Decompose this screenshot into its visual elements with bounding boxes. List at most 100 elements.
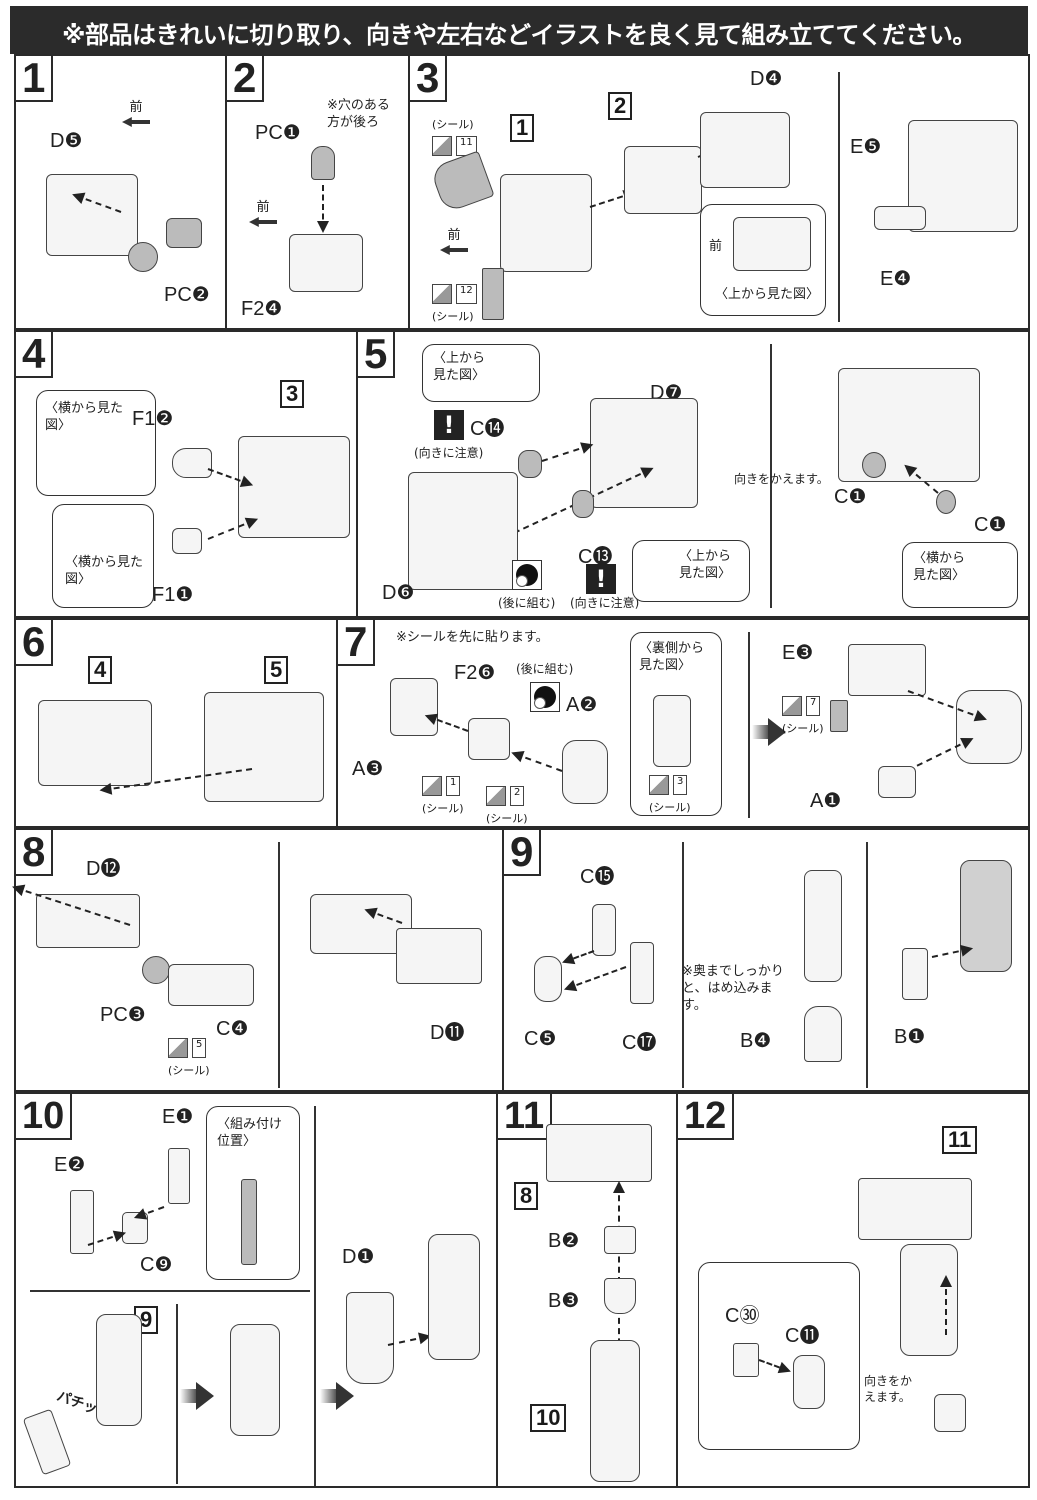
sub-divider — [176, 1304, 178, 1484]
part-e1-illustration — [168, 1148, 190, 1204]
side-view-callout: 〈横から見た図〉 — [52, 504, 154, 608]
sub-divider — [682, 842, 684, 1088]
seal-11: (シール)11 — [432, 116, 477, 156]
step-number: 8 — [14, 828, 54, 876]
assembly-arrow — [758, 1359, 788, 1372]
part-c1-installed — [862, 452, 886, 478]
step-12-panel: 12 11 C㉚ C⓫ 向きをかえます。 — [676, 1092, 1030, 1488]
arrow-icon — [122, 117, 150, 127]
back-view-callout: 〈裏側から見た図〉 3(シール) — [630, 632, 722, 816]
part-a1-illustration — [878, 766, 916, 798]
assembly-8-illustration — [310, 894, 412, 954]
part-label: C⓭ — [578, 546, 613, 568]
part-label: B❶ — [894, 1026, 926, 1048]
part-label: F2❻ — [454, 662, 496, 684]
part-c14-illustration — [518, 450, 542, 478]
caution-icon: ! — [586, 564, 616, 594]
assemble-later-text: (後に組む) — [516, 662, 574, 676]
sub-divider — [866, 842, 868, 1088]
step-2-panel: 2 ※穴のある方が後ろ PC❶ 前 F2❹ — [225, 54, 410, 330]
part-d7-illustration — [590, 398, 698, 508]
part-c11-illustration — [793, 1355, 825, 1409]
part-label: A❶ — [810, 790, 842, 812]
part-label: C⓫ — [785, 1325, 820, 1347]
part-d11-illustration — [396, 928, 482, 984]
step-3-panel: 3 (シール)11 1 前 12(シール) 2 D❹ 前 〈上から見た図〉 E❺… — [408, 54, 1030, 330]
note-text: ※奥までしっかりと、はめ込みます。 — [682, 964, 784, 1013]
part-label: F1❶ — [152, 584, 194, 606]
part-d4-illustration — [700, 112, 790, 188]
part-d5-illustration — [46, 174, 138, 256]
part-label: F1❷ — [132, 408, 174, 430]
step-number: 7 — [336, 618, 376, 666]
part-label: D⓫ — [430, 1022, 465, 1044]
front-indicator: 前 — [122, 96, 150, 127]
note-text: ※シールを先に貼ります。 — [396, 630, 549, 645]
step-ref: 3 — [280, 380, 305, 408]
part-label: E❸ — [782, 642, 814, 664]
seal-12-shape — [482, 268, 504, 320]
part-a3-illustration — [390, 678, 438, 736]
flow-arrow-icon — [320, 1382, 354, 1410]
top-view-callout: 前 〈上から見た図〉 — [700, 204, 826, 316]
part-label: C❹ — [216, 1018, 249, 1040]
part-c13-illustration — [572, 490, 594, 518]
part-label: B❹ — [740, 1030, 772, 1052]
seal-12: 12(シール) — [432, 284, 477, 324]
caution-icon: ! — [434, 410, 464, 440]
sub-divider-h — [30, 1290, 310, 1292]
assembly-arrow — [322, 185, 324, 229]
step-9-panel: 9 C⓯ C❺ C⓱ ※奥までしっかりと、はめ込みます。 B❹ B❶ — [502, 828, 1030, 1092]
sub-divider — [748, 632, 750, 818]
part-c4-illustration — [168, 964, 254, 1006]
part-label: A❸ — [352, 758, 384, 780]
part-label: C❶ — [974, 514, 1007, 536]
part-a2-illustration — [562, 740, 608, 804]
part-label: D❻ — [382, 582, 415, 604]
arm-assembly-9-illustration — [96, 1314, 142, 1426]
flow-arrow-icon — [180, 1382, 214, 1410]
step-ref: 2 — [608, 92, 633, 120]
assembly-arrow — [945, 1279, 947, 1335]
assemble-later-icon — [530, 682, 560, 712]
part-label: F2❹ — [241, 298, 283, 320]
assembly-1-illustration — [500, 174, 592, 272]
part-e4-illustration — [874, 206, 926, 230]
part-label: C⓱ — [622, 1032, 657, 1054]
assembly-arrow — [567, 966, 627, 990]
part-label: E❹ — [880, 268, 912, 290]
part-label: D⓬ — [86, 858, 121, 880]
step-ref: 10 — [530, 1404, 567, 1432]
part-c5-illustration — [534, 956, 562, 1002]
seal-1: 1(シール) — [422, 776, 464, 815]
part-label: D❺ — [50, 130, 83, 152]
step-number: 1 — [14, 54, 54, 102]
assembly-11-illustration — [858, 1178, 972, 1240]
step-ref: 1 — [510, 114, 535, 142]
seal-7-shape — [830, 700, 848, 732]
part-c1-illustration — [936, 490, 956, 514]
step-number: 11 — [496, 1092, 553, 1140]
assembly-arrow — [514, 752, 563, 772]
note-text: ※穴のある方が後ろ — [327, 98, 390, 130]
part-d6-illustration — [408, 472, 518, 590]
step-number: 9 — [502, 828, 542, 876]
hand-detail-callout: C㉚ C⓫ — [698, 1262, 860, 1450]
step-7-panel: 7 ※シールを先に貼ります。 F2❻ (後に組む) A❷ A❸ 1(シール) 2… — [336, 618, 1030, 828]
step-ref: 5 — [264, 656, 289, 684]
part-label: PC❶ — [255, 122, 301, 144]
step-number: 6 — [14, 618, 54, 666]
side-view-callout: 〈横から見た図〉 — [36, 390, 156, 496]
hand-illustration — [934, 1394, 966, 1432]
assemble-later-icon — [512, 560, 542, 590]
assembly-5-illustration — [204, 692, 324, 802]
step-number: 3 — [408, 54, 448, 102]
seal-5: 5(シール) — [168, 1038, 210, 1077]
assembly-2-illustration — [624, 146, 702, 214]
caution-text: (向きに注意) — [414, 446, 484, 460]
arm-assembly-10-illustration — [590, 1340, 640, 1482]
part-label: D❹ — [750, 68, 783, 90]
header-title: ※部品はきれいに切り取り、向きや左右などイラストを良く見て組み立ててください。 — [62, 21, 976, 49]
step-10-panel: 10 E❶ E❷ C❾ 〈組み付け位置〉 9 パチッ D❶ — [14, 1092, 498, 1488]
part-pc2-b — [128, 242, 158, 272]
